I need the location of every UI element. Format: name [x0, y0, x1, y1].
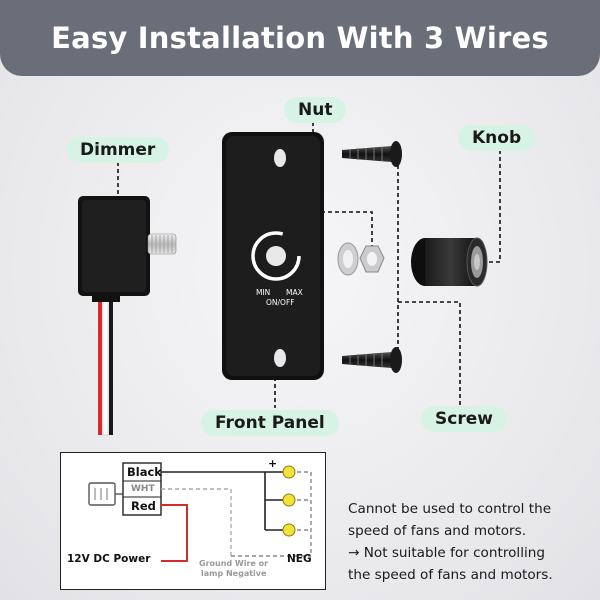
knob [411, 237, 488, 287]
wire-red-label: Red [131, 499, 156, 513]
note-line-2: speed of fans and motors. [348, 523, 527, 539]
panel-min-label: MIN [256, 288, 271, 297]
positive-label: + [268, 457, 278, 470]
page-title: Easy Installation With 3 Wires [51, 21, 549, 55]
nut-tag: Nut [284, 97, 347, 123]
screw-bottom [342, 347, 402, 373]
wire-black-label: Black [127, 465, 162, 479]
neg-label: NEG [287, 553, 312, 565]
washer-and-nut [337, 242, 385, 276]
knob-tag: Knob [458, 125, 536, 151]
lamp-icon [282, 493, 296, 507]
screw-leader [397, 158, 461, 405]
wire-white-label: WHT [131, 484, 155, 494]
note-line-4: the speed of fans and motors. [348, 567, 553, 583]
dimmer-module [78, 196, 177, 436]
dimmer-tag: Dimmer [66, 137, 170, 163]
wiring-diagram: Black WHT Red + NEG 12V DC Power Ground … [60, 452, 326, 590]
ground-label-line2: lamp Negative [201, 569, 267, 578]
lamp-icon [282, 465, 296, 479]
panel-onoff-label: ON/OFF [266, 298, 295, 307]
note-line-1: Cannot be used to control the [348, 501, 552, 517]
wiring-lines [88, 462, 312, 562]
front-panel-plate [222, 132, 324, 380]
usage-note: Cannot be used to control the speed of f… [348, 498, 596, 586]
note-line-3: → Not suitable for controlling [348, 545, 546, 561]
ground-label-line1: Ground Wire or [199, 559, 269, 568]
power-label: 12V DC Power [67, 553, 151, 565]
screw-top [342, 141, 402, 167]
title-banner: Easy Installation With 3 Wires [0, 0, 600, 76]
front-panel-tag: Front Panel [201, 410, 339, 436]
panel-max-label: MAX [286, 288, 303, 297]
knob-leader [482, 150, 501, 263]
lamp-icon [282, 523, 296, 537]
screw-tag: Screw [421, 406, 507, 432]
